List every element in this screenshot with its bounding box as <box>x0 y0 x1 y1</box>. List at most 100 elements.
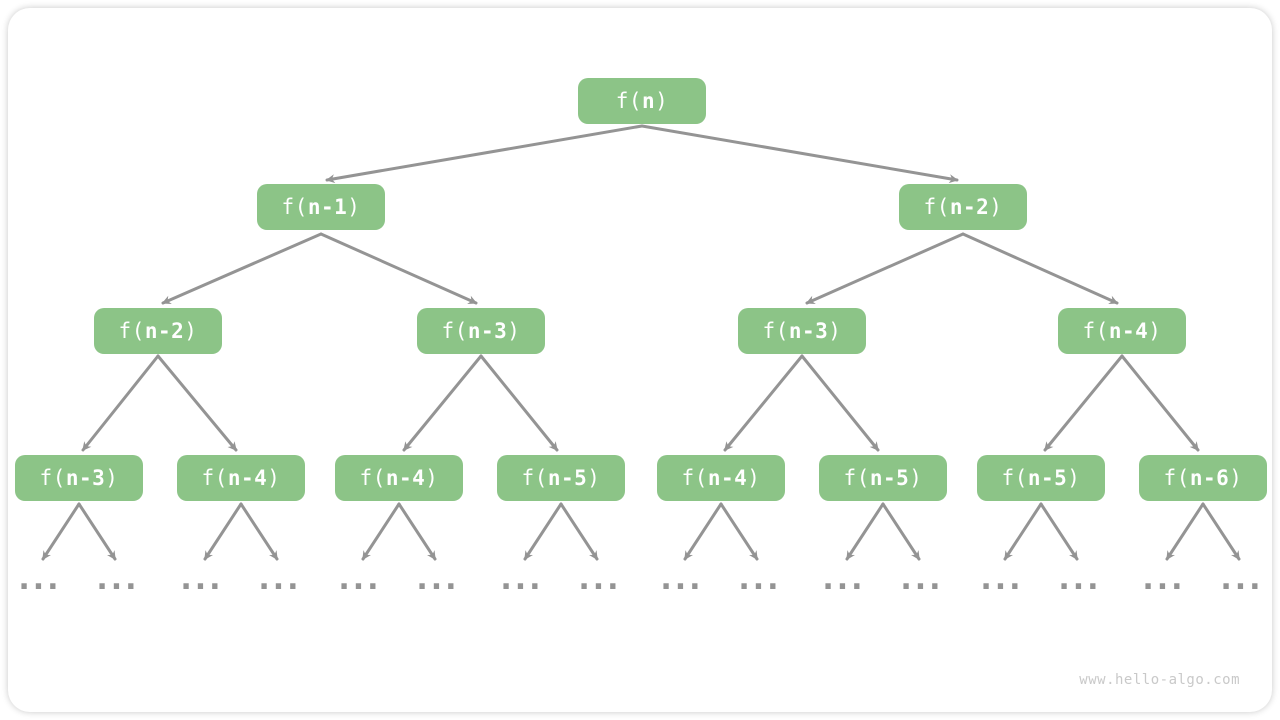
edge-arrow <box>1165 502 1205 561</box>
tree-node: f(n-2) <box>899 184 1027 230</box>
node-label-prefix: f( <box>923 195 950 219</box>
tree-node: f(n-3) <box>738 308 866 354</box>
edge-arrow <box>881 502 921 561</box>
node-label-arg: n-4 <box>1108 319 1149 343</box>
edge-arrow <box>961 232 1119 305</box>
tree-node: f(n-4) <box>1058 308 1186 354</box>
node-label-suffix: ) <box>989 195 1003 219</box>
edge-arrow <box>81 354 160 452</box>
ellipsis-leaf: ... <box>660 562 704 597</box>
node-label-arg: n-4 <box>707 466 748 490</box>
edge-arrow <box>683 502 723 561</box>
edge-arrow <box>203 502 243 561</box>
node-label-prefix: f( <box>1001 466 1028 490</box>
tree-node: f(n-1) <box>257 184 385 230</box>
edge-arrow <box>805 232 965 305</box>
ellipsis-leaf: ... <box>338 562 382 597</box>
edge-arrow <box>723 354 804 452</box>
edge-arrow <box>719 502 759 561</box>
tree-node: f(n-3) <box>15 455 143 501</box>
node-label-arg: n-5 <box>869 466 910 490</box>
tree-node: f(n-6) <box>1139 455 1267 501</box>
tree-node: f(n-5) <box>819 455 947 501</box>
node-label-suffix: ) <box>267 466 281 490</box>
node-label-arg: n-2 <box>949 195 990 219</box>
ellipsis-leaf: ... <box>416 562 460 597</box>
node-label-suffix: ) <box>184 319 198 343</box>
watermark-url: www.hello-algo.com <box>1079 672 1240 688</box>
ellipsis-leaf: ... <box>1220 562 1264 597</box>
node-label-suffix: ) <box>347 195 361 219</box>
ellipsis-leaf: ... <box>900 562 944 597</box>
node-label-prefix: f( <box>359 466 386 490</box>
node-label-arg: n-1 <box>307 195 348 219</box>
node-label-arg: n <box>641 89 656 113</box>
node-label-suffix: ) <box>1229 466 1243 490</box>
edge-arrow <box>319 232 478 305</box>
node-label-suffix: ) <box>1148 319 1162 343</box>
ellipsis-leaf: ... <box>1142 562 1186 597</box>
ellipsis-leaf: ... <box>578 562 622 597</box>
edge-arrow <box>1039 502 1079 561</box>
tree-node: f(n-5) <box>497 455 625 501</box>
node-label-prefix: f( <box>681 466 708 490</box>
ellipsis-leaf: ... <box>980 562 1024 597</box>
node-label-arg: n-2 <box>144 319 185 343</box>
edge-arrow <box>1003 502 1043 561</box>
ellipsis-leaf: ... <box>18 562 62 597</box>
edge-arrow <box>41 502 81 561</box>
edge-arrow <box>361 502 401 561</box>
tree-node: f(n-4) <box>657 455 785 501</box>
ellipsis-leaf: ... <box>180 562 224 597</box>
node-label-prefix: f( <box>1082 319 1109 343</box>
node-label-suffix: ) <box>909 466 923 490</box>
node-label-prefix: f( <box>843 466 870 490</box>
edge-arrow <box>845 502 885 561</box>
edge-arrow <box>523 502 563 561</box>
node-label-suffix: ) <box>655 89 669 113</box>
node-label-suffix: ) <box>425 466 439 490</box>
node-label-suffix: ) <box>587 466 601 490</box>
tree-node: f(n-4) <box>177 455 305 501</box>
tree-node-fn: f(n) <box>578 78 706 124</box>
tree-node: f(n-5) <box>977 455 1105 501</box>
edge-arrow <box>1043 354 1124 452</box>
edge-arrow <box>1120 354 1200 452</box>
node-label-arg: n-6 <box>1189 466 1230 490</box>
node-label-prefix: f( <box>615 89 642 113</box>
node-label-prefix: f( <box>281 195 308 219</box>
edge-arrow <box>156 354 238 452</box>
edge-arrow <box>559 502 599 561</box>
node-label-prefix: f( <box>1163 466 1190 490</box>
edge-arrow <box>479 354 559 452</box>
node-label-suffix: ) <box>1067 466 1081 490</box>
tree-node: f(n-2) <box>94 308 222 354</box>
node-label-suffix: ) <box>507 319 521 343</box>
ellipsis-leaf: ... <box>96 562 140 597</box>
node-label-arg: n-4 <box>385 466 426 490</box>
node-label-suffix: ) <box>747 466 761 490</box>
edge-arrow <box>640 124 959 184</box>
ellipsis-leaf: ... <box>258 562 302 597</box>
node-label-prefix: f( <box>521 466 548 490</box>
node-label-arg: n-3 <box>65 466 106 490</box>
node-label-prefix: f( <box>118 319 145 343</box>
tree-node: f(n-3) <box>417 308 545 354</box>
edge-arrow <box>1201 502 1241 561</box>
edge-arrow <box>325 124 644 184</box>
ellipsis-leaf: ... <box>1058 562 1102 597</box>
node-label-prefix: f( <box>441 319 468 343</box>
node-label-suffix: ) <box>105 466 119 490</box>
ellipsis-leaf: ... <box>738 562 782 597</box>
node-label-arg: n-4 <box>227 466 268 490</box>
node-label-prefix: f( <box>201 466 228 490</box>
edge-arrow <box>800 354 880 452</box>
node-label-arg: n-5 <box>1027 466 1068 490</box>
ellipsis-leaf: ... <box>500 562 544 597</box>
node-label-arg: n-3 <box>467 319 508 343</box>
node-label-arg: n-3 <box>788 319 829 343</box>
edge-arrow <box>239 502 279 561</box>
node-label-prefix: f( <box>762 319 789 343</box>
